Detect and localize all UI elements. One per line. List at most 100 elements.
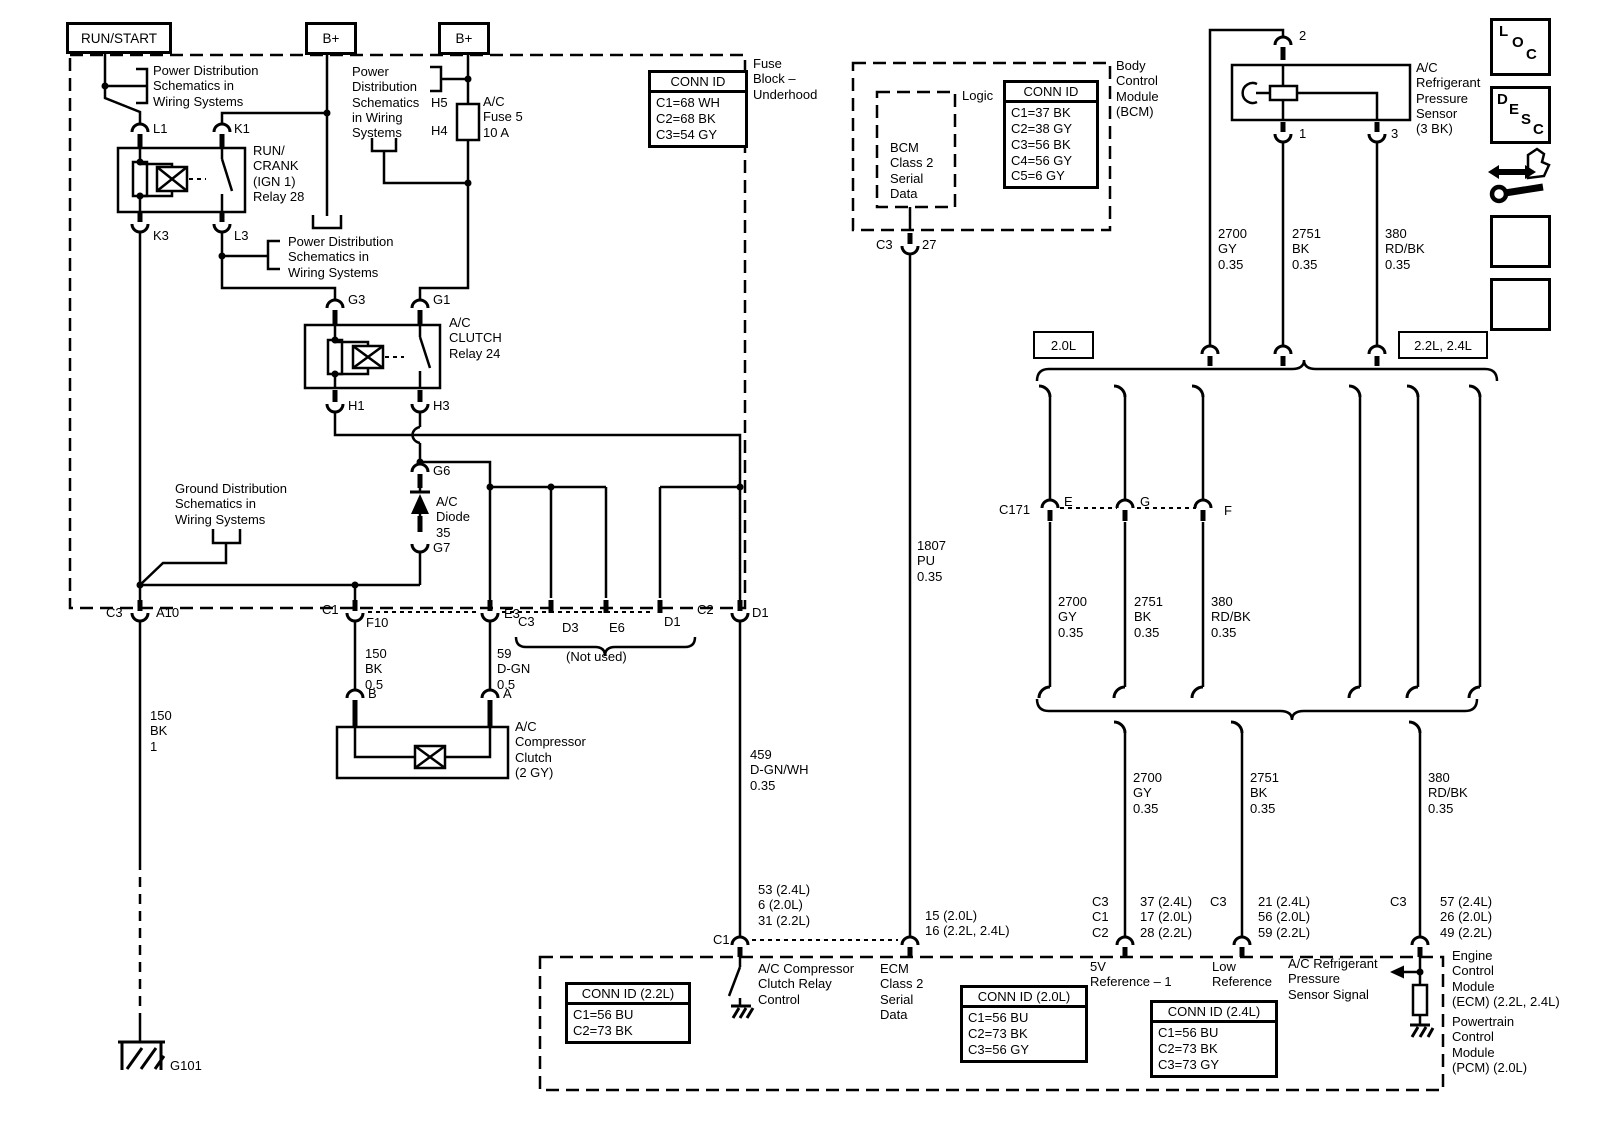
pin-g3: G3 (348, 292, 366, 307)
not-used-brace (514, 636, 697, 657)
sensor-pin-1: 1 (1299, 126, 1307, 141)
conn-id-box-2-4l: CONN ID (2.4L) C1=56 BU C2=73 BK C3=73 G… (1150, 1000, 1278, 1078)
fuse-pin-h5: H5 (431, 95, 448, 110)
relay28-coil-resistor (131, 160, 149, 198)
pin-e3: E3 (504, 606, 520, 621)
sensor-signal-ground-icon (1410, 1023, 1435, 1038)
pin-nu-d3: D3 (562, 620, 579, 635)
g101-label: G101 (170, 1058, 202, 1073)
pin-nu-c3: C3 (518, 614, 535, 629)
diode35-label: A/C Diode 35 (436, 494, 470, 540)
ac-diode-symbol (410, 490, 430, 514)
conn-id-rows: C1=56 BU C2=73 BK C3=56 GY (968, 1010, 1030, 1057)
variant-2-2l-2-4l-label: 2.2L, 2.4L (1414, 337, 1472, 353)
ecm-pullup-resistor (1411, 983, 1429, 1017)
ecm-5v-pin-values: 37 (2.4L) 17 (2.0L) 28 (2.2L) (1140, 894, 1193, 940)
sensor-signal-label: A/C Refrigerant Pressure Sensor Signal (1288, 956, 1378, 1002)
pin-f10: F10 (366, 615, 389, 630)
pressure-sensor-label: A/C Refrigerant Pressure Sensor (3 BK) (1416, 60, 1481, 137)
wire-459: 459 D-GN/WH 0.35 (750, 747, 809, 793)
conn-c1: C1 (322, 602, 339, 617)
pin-h3: H3 (433, 398, 450, 413)
ecm-5v-connectors: C3 C1 C2 (1092, 894, 1109, 940)
loc-letter: C (1526, 46, 1537, 63)
wire-2751-upper: 2751 BK 0.35 (1292, 226, 1321, 272)
conn-id-title: CONN ID (1006, 83, 1096, 103)
variant-box-2-0l: 2.0L (1033, 331, 1094, 359)
wire-2700-mid: 2700 GY 0.35 (1058, 594, 1087, 640)
ecm-border (538, 955, 1445, 1092)
wires (103, 28, 1482, 1042)
conn-c3: C3 (106, 605, 123, 620)
c171-pin-g: G (1140, 494, 1151, 509)
pin-a: A (503, 686, 512, 701)
desc-letter: S (1521, 111, 1532, 128)
variant-box-2-2l-2-4l: 2.2L, 2.4L (1398, 331, 1488, 359)
ground-dist-ref: Ground Distribution Schematics in Wiring… (175, 481, 287, 527)
compressor-clutch-label: A/C Compressor Clutch (2 GY) (515, 719, 586, 780)
splice-curl-hooks (1037, 384, 1482, 734)
ecm-sig-pin-values: 57 (2.4L) 26 (2.0L) 49 (2.2L) (1440, 894, 1493, 940)
loc-button[interactable]: L O C (1490, 18, 1551, 76)
relay24-label: A/C CLUTCH Relay 24 (449, 315, 502, 361)
b-plus-feed-box-2: B+ (438, 22, 490, 55)
fuse-pin-h4: H4 (431, 123, 448, 138)
ac-fuse-label: A/C Fuse 5 10 A (483, 94, 523, 140)
pin-k1: K1 (234, 121, 250, 136)
ecm-c1-pin-values: 53 (2.4L) 6 (2.0L) 31 (2.2L) (758, 882, 811, 928)
next-page-button[interactable] (1490, 215, 1551, 268)
desc-letter: D (1497, 91, 1508, 108)
fine-dash-links (189, 178, 1196, 941)
ac-fuse (455, 102, 481, 142)
power-dist-ref-3: Power Distribution Schematics in Wiring … (288, 234, 394, 280)
wire-2700-upper: 2700 GY 0.35 (1218, 226, 1247, 272)
bcm-logic-label: Logic (962, 88, 994, 103)
b-plus-label-2: B+ (455, 31, 473, 46)
sensor-signal-arrow-icon (1390, 965, 1404, 979)
sensor-pin-2: 2 (1299, 28, 1307, 43)
pin-nu-e6: E6 (609, 620, 625, 635)
ecm-conn-c1: C1 (713, 932, 730, 947)
c171-pin-e: E (1064, 494, 1073, 509)
fuse-block-border (68, 53, 747, 610)
pin-b: B (368, 686, 377, 701)
bcm-logic-border (875, 90, 957, 209)
junction-dots (101, 75, 1424, 976)
conn-id-title: CONN ID (2.0L) (963, 988, 1085, 1008)
pin-l1: L1 (153, 121, 168, 136)
wrench-routing-icon[interactable] (1488, 147, 1551, 204)
pressure-sensor-box (1230, 63, 1412, 122)
desc-button[interactable]: D E S C (1490, 86, 1551, 144)
g101-ground-icon (118, 1040, 166, 1070)
component-boxes (116, 63, 1429, 1017)
wire-380-upper: 380 RD/BK 0.35 (1385, 226, 1425, 272)
wire-150-bk-1: 150 BK 1 (150, 708, 172, 754)
bcm-title: Body Control Module (BCM) (1116, 58, 1159, 119)
conn-id-rows: C1=56 BU C2=73 BK C3=73 GY (1158, 1025, 1220, 1072)
bcm-class2-label: BCM Class 2 Serial Data (890, 140, 934, 201)
wire-1807-pu: 1807 PU 0.35 (917, 538, 946, 584)
pcm-module-label: Powertrain Control Module (PCM) (2.0L) (1452, 1014, 1528, 1075)
bcm-conn-c3: C3 (876, 237, 893, 252)
schematic-ref-brackets (136, 65, 443, 545)
power-dist-ref-2: Power Distribution Schematics in Wiring … (352, 64, 420, 141)
fuse-block-title: Fuse Block – Underhood (753, 56, 818, 102)
pin-d1: D1 (752, 605, 769, 620)
wire-2700-lower: 2700 GY 0.35 (1133, 770, 1162, 816)
relay28-label: RUN/ CRANK (IGN 1) Relay 28 (253, 143, 305, 204)
module-borders (68, 53, 1445, 1092)
loc-letter: O (1512, 34, 1524, 51)
sensor-pin-3: 3 (1391, 126, 1399, 141)
desc-letter: C (1533, 121, 1544, 138)
sensor-element (1268, 84, 1299, 102)
not-used-label: (Not used) (566, 649, 627, 664)
wire-380-lower: 380 RD/BK 0.35 (1428, 770, 1468, 816)
variant-2-0l-label: 2.0L (1050, 337, 1077, 353)
prev-page-button[interactable] (1490, 278, 1551, 331)
run-start-feed-box: RUN/START (66, 22, 172, 54)
pin-g7: G7 (433, 540, 451, 555)
bcm-border (851, 61, 1112, 232)
ecm-class2-label: ECM Class 2 Serial Data (880, 961, 924, 1022)
